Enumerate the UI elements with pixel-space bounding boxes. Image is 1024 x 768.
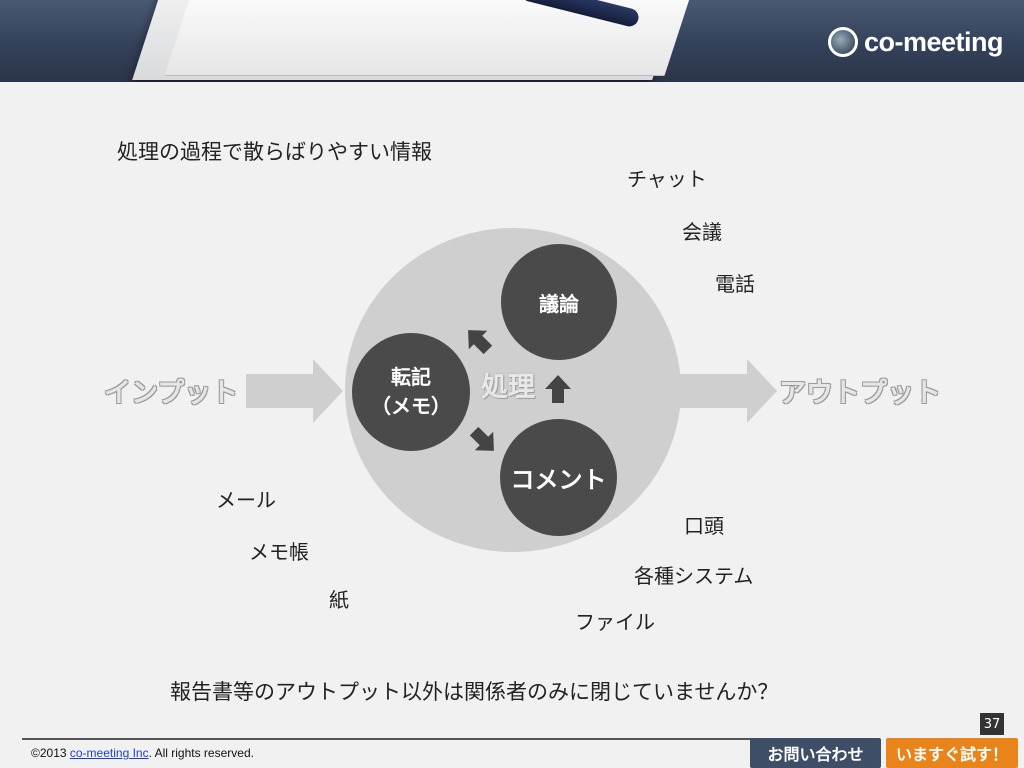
header-banner: co-meeting (0, 0, 1024, 82)
logo[interactable]: co-meeting (828, 24, 1004, 60)
copyright: ©2013 co-meeting Inc. All rights reserve… (31, 746, 254, 760)
page-number: 37 (980, 713, 1004, 735)
item-mail: メール (216, 488, 276, 512)
globe-icon (828, 27, 858, 57)
contact-button[interactable]: お問い合わせ (750, 738, 881, 768)
slide-title: 処理の過程で散らばりやすい情報 (117, 140, 432, 164)
item-meeting: 会議 (682, 220, 722, 244)
company-link[interactable]: co-meeting Inc (69, 746, 149, 760)
arrow-to-tenki-icon (468, 330, 493, 355)
input-arrow-icon (246, 359, 343, 423)
node-discussion: 議論 (501, 244, 617, 360)
item-memo-pad: メモ帳 (249, 540, 309, 564)
output-arrow-icon (680, 359, 777, 423)
copyright-suffix: . All rights reserved. (148, 746, 254, 760)
node-comment: コメント (500, 419, 617, 536)
copyright-prefix: ©2013 (31, 746, 70, 760)
arrow-to-comment-icon (469, 426, 494, 451)
closing-question: 報告書等のアウトプット以外は関係者のみに閉じていませんか？ (170, 680, 779, 704)
item-chat: チャット (627, 167, 707, 191)
node-transcription-line2: （メモ） (371, 394, 451, 418)
item-systems: 各種システム (634, 564, 754, 588)
process-label: 処理 (481, 372, 535, 403)
item-paper: 紙 (329, 588, 349, 612)
node-transcription: 転記 （メモ） (352, 333, 470, 451)
input-label: インプット (104, 378, 239, 409)
try-now-button[interactable]: いますぐ試す！ (886, 738, 1018, 768)
logo-text: co-meeting (864, 26, 1004, 57)
arrow-to-giron-icon (545, 375, 571, 403)
output-label: アウトプット (779, 378, 941, 409)
item-files: ファイル (575, 610, 655, 634)
item-phone: 電話 (715, 272, 755, 296)
footer-divider (22, 738, 758, 740)
item-verbal: 口頭 (684, 514, 724, 538)
node-transcription-line1: 転記 (391, 365, 431, 389)
